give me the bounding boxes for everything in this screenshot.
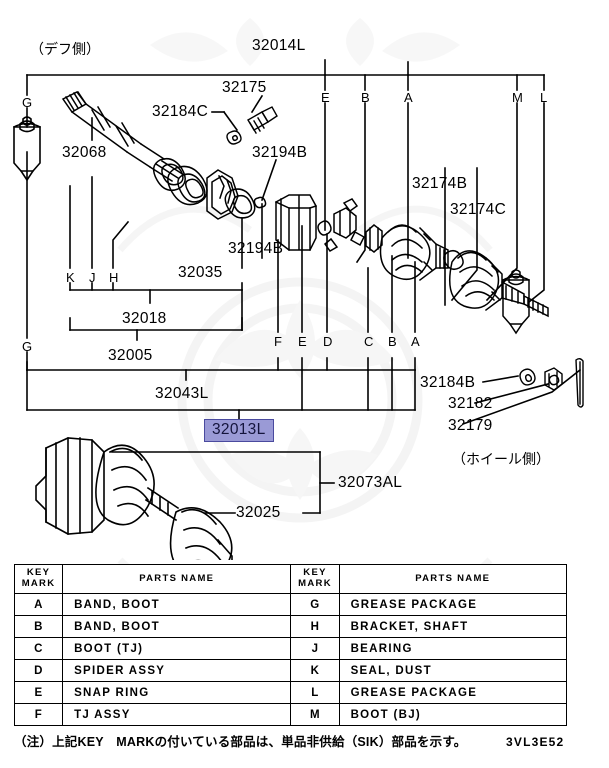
part-number-32184B: 32184B [420, 374, 476, 391]
diff-side-label: （デフ側） [30, 41, 100, 57]
diagram-code: 3VL3E52 [506, 735, 565, 749]
table-row: F TJ ASSY M BOOT (BJ) [13, 703, 568, 726]
key-mark-d-row: D [323, 334, 333, 349]
key-mark-a-top: A [404, 90, 413, 105]
part-number-32014L: 32014L [252, 37, 306, 54]
part-number-32194B-upper: 32194B [252, 144, 308, 161]
parts-name-cell: BAND, BOOT [62, 593, 292, 616]
table-header-row: KEY MARK PARTS NAME KEY MARK PARTS NAME [13, 564, 568, 594]
parts-name-cell: BOOT (BJ) [338, 703, 568, 726]
header-key-line1: KEY [26, 567, 51, 579]
table-row: B BAND, BOOT H BRACKET, SHAFT [13, 615, 568, 638]
parts-name-cell: BOOT (TJ) [62, 637, 292, 660]
parts-legend-table: KEY MARK PARTS NAME KEY MARK PARTS NAME … [13, 564, 568, 726]
parts-name-cell: SNAP RING [62, 681, 292, 704]
key-mark-cell: D [13, 659, 64, 682]
parts-name-cell: TJ ASSY [62, 703, 292, 726]
part-number-32043L: 32043L [155, 385, 209, 402]
key-mark-cell: L [290, 681, 340, 704]
key-mark-h: H [109, 270, 119, 285]
part-number-32174C: 32174C [450, 201, 507, 218]
footnote-text: （注）上記KEY MARKの付いている部品は、単品非供給（SIK）部品を示す。 [14, 735, 467, 749]
key-mark-a-row: A [411, 334, 420, 349]
table-row: C BOOT (TJ) J BEARING [13, 637, 568, 660]
key-mark-e-top: E [321, 90, 330, 105]
parts-name-cell: BEARING [338, 637, 568, 660]
header-key-mark-left: KEY MARK [13, 564, 64, 594]
part-number-32184C: 32184C [152, 103, 209, 120]
part-number-32182: 32182 [448, 395, 493, 412]
table-row: E SNAP RING L GREASE PACKAGE [13, 681, 568, 704]
key-mark-cell: B [13, 615, 64, 638]
header-parts-name-left: PARTS NAME [62, 564, 292, 594]
table-row: D SPIDER ASSY K SEAL, DUST [13, 659, 568, 682]
key-mark-k: K [66, 270, 75, 285]
wheel-side-label: （ホイール側） [452, 451, 550, 467]
part-number-32025: 32025 [236, 504, 281, 521]
key-mark-g-bottom: G [22, 339, 33, 354]
key-mark-l-top: L [540, 90, 548, 105]
header-key-line2: MARK [21, 578, 56, 589]
part-number-32018: 32018 [122, 310, 167, 327]
key-mark-e-row: E [298, 334, 307, 349]
part-number-32179: 32179 [448, 417, 493, 434]
parts-name-cell: SEAL, DUST [338, 659, 568, 682]
parts-name-cell: SPIDER ASSY [62, 659, 292, 682]
key-mark-j: J [89, 270, 96, 285]
highlighted-part-number-32013L[interactable]: 32013L [204, 419, 274, 442]
part-number-32174B: 32174B [412, 175, 468, 192]
part-number-32175: 32175 [222, 79, 267, 96]
header-key-line2-right: MARK [298, 578, 332, 589]
key-mark-cell: G [290, 593, 340, 616]
part-number-32068: 32068 [62, 144, 107, 161]
parts-name-cell: BRACKET, SHAFT [338, 615, 568, 638]
header-parts-name-right: PARTS NAME [338, 564, 568, 594]
parts-name-cell: GREASE PACKAGE [338, 593, 568, 616]
parts-name-cell: GREASE PACKAGE [338, 681, 568, 704]
exploded-view-drawing [12, 59, 584, 560]
key-mark-cell: A [13, 593, 64, 616]
part-number-32194B-lower: 32194B [228, 240, 284, 257]
key-mark-b-top: B [361, 90, 370, 105]
header-key-line1-right: KEY [303, 567, 327, 579]
key-mark-cell: E [13, 681, 64, 704]
table-row: A BAND, BOOT G GREASE PACKAGE [13, 593, 568, 616]
key-mark-b-row: B [388, 334, 397, 349]
key-mark-c-row: C [364, 334, 374, 349]
key-mark-cell: C [13, 637, 64, 660]
part-number-32073AL: 32073AL [338, 474, 403, 491]
key-mark-f-row: F [274, 334, 282, 349]
header-key-mark-right: KEY MARK [290, 564, 340, 594]
part-number-32005: 32005 [108, 347, 153, 364]
key-mark-cell: J [290, 637, 340, 660]
key-mark-cell: M [290, 703, 340, 726]
key-mark-g-top: G [22, 95, 33, 110]
part-number-32035: 32035 [178, 264, 223, 281]
key-mark-cell: H [290, 615, 340, 638]
key-mark-m-top: M [512, 90, 523, 105]
parts-name-cell: BAND, BOOT [62, 615, 292, 638]
key-mark-cell: K [290, 659, 340, 682]
key-mark-cell: F [13, 703, 64, 726]
